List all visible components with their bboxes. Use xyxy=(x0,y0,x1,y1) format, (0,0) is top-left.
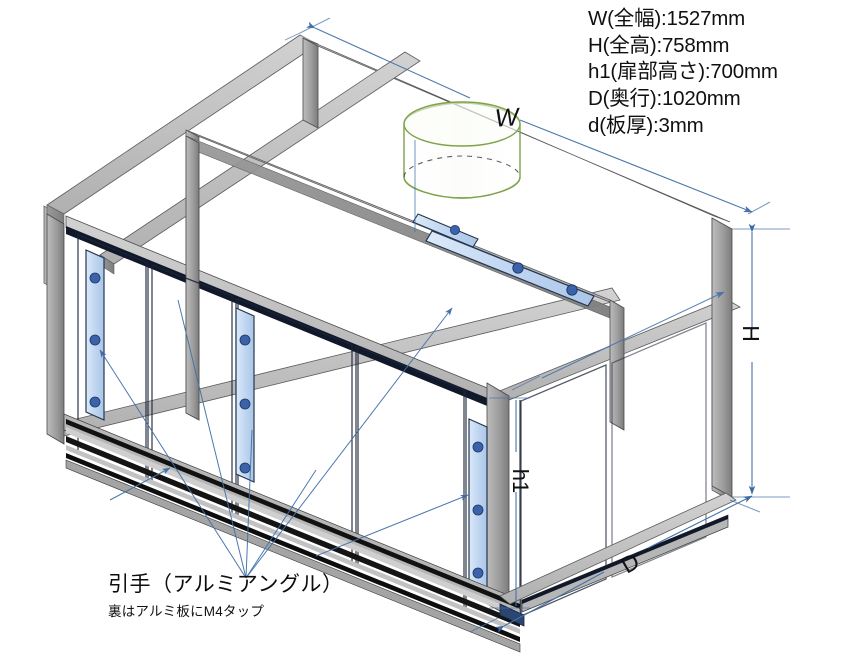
leader-to-rail xyxy=(109,467,171,501)
handle-horizontal-front xyxy=(425,230,595,307)
handle-screw-dot xyxy=(472,567,484,579)
handle-screw-dot xyxy=(449,224,460,235)
beam-top-rear-long xyxy=(46,34,319,215)
handle-screw-dot xyxy=(239,398,251,410)
handle-vertical-1 xyxy=(85,249,105,421)
bottom-rear-frame xyxy=(499,492,737,605)
dimension-label-height: H xyxy=(737,325,764,342)
spec-thickness: d(板厚):3mm xyxy=(588,113,704,137)
d-ext-left xyxy=(469,617,499,633)
handle-bar xyxy=(425,230,595,307)
post-mid-right xyxy=(609,299,625,431)
handle-bar xyxy=(235,307,255,483)
callout-sub-text: 裏はアルミ板にM4タップ xyxy=(108,604,265,619)
d-ext-right xyxy=(729,499,761,513)
handle-screw-dot xyxy=(472,504,484,516)
handle-screw-dot xyxy=(239,462,251,474)
specification-list: W(全幅):1527mm H(全高):758mm h1(扉部高さ):700mm … xyxy=(588,6,850,139)
bottom-sliding-rails xyxy=(63,413,525,653)
post-center-tall xyxy=(486,382,510,617)
rail-front-face xyxy=(65,459,521,653)
dimension-label-door-height: h1 xyxy=(508,468,534,494)
post-mid-upper xyxy=(302,37,319,129)
post-mid-left xyxy=(185,135,200,421)
beam-bottom-rear xyxy=(499,492,737,605)
handle-vertical-2 xyxy=(235,307,255,483)
leader-to-handle-1 xyxy=(99,349,247,579)
rail-end-cap xyxy=(499,603,525,627)
handle-screw-dot xyxy=(89,396,101,408)
rail-stripe-dark-3 xyxy=(66,453,520,642)
beam-top-front-long-edge xyxy=(66,226,497,410)
handle-screw-dot xyxy=(566,284,578,296)
spec-width: W(全幅):1527mm xyxy=(588,7,746,30)
w-extra-ext xyxy=(284,32,301,41)
handle-screw-dot xyxy=(512,262,524,274)
leader-to-handle-5 xyxy=(245,469,317,579)
door-panel-rear-right xyxy=(520,364,607,617)
handle-callout-annotation: 引手（アルミアングル） 裏はアルミ板にM4タップ xyxy=(108,568,438,620)
spec-door-height: h1(扉部高さ):700mm xyxy=(588,60,778,84)
handle-screw-dot xyxy=(89,272,101,284)
post-front-left xyxy=(46,213,65,445)
depth-top-dim xyxy=(541,291,725,379)
d-dim-line-2 xyxy=(647,495,753,549)
leader-to-handle-6 xyxy=(315,494,469,557)
rail-stripe-dark-1 xyxy=(66,419,520,609)
handle-screw-dot xyxy=(239,334,251,346)
handle-screw-dot xyxy=(472,441,484,453)
leader-to-handle-3 xyxy=(245,429,253,579)
d-dim-line xyxy=(495,571,605,633)
spec-height: H(全高):758mm xyxy=(588,33,730,57)
dimension-lines xyxy=(284,17,790,633)
cylinder-top-ellipse xyxy=(403,101,521,147)
green-cylinder xyxy=(403,101,521,199)
w-ext-left xyxy=(299,17,331,34)
handle-screw-dot xyxy=(89,334,101,346)
cylinder-bottom-arc xyxy=(403,176,521,199)
door-panel-far-right xyxy=(611,322,707,578)
post-rear-right-tall xyxy=(711,217,733,498)
leader-to-handle-4 xyxy=(245,307,453,579)
rail-right-dark xyxy=(522,515,728,604)
callout-leader-lines xyxy=(99,140,469,579)
rail-stripe-light-2 xyxy=(66,445,520,634)
depth-top-ext-a xyxy=(511,375,541,391)
w-dim-line xyxy=(306,21,471,99)
spec-depth: D(奥行):1020mm xyxy=(588,86,741,110)
callout-main-text: 引手（アルミアングル） xyxy=(108,573,344,596)
w-dim-line-2 xyxy=(519,119,753,213)
handle-vertical-3 xyxy=(468,418,488,591)
dimension-label-width: W xyxy=(494,103,520,133)
vertical-posts xyxy=(46,37,733,617)
leader-to-handle-2 xyxy=(177,299,247,579)
rail-stripe-dark-2 xyxy=(66,436,520,627)
bottom-rail-right xyxy=(521,514,729,613)
cylinder-hidden-arc xyxy=(403,155,521,178)
